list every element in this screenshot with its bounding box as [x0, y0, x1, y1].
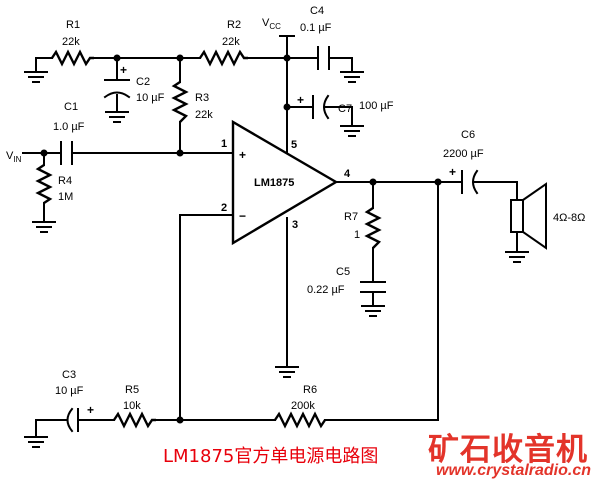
label-vcc: VCC — [262, 17, 281, 31]
capacitor-c3: + — [66, 403, 94, 433]
ground-symbol — [105, 111, 129, 123]
ground-symbol — [340, 71, 364, 83]
label-c2-value: 10 µF — [136, 92, 165, 104]
resistor-r3 — [171, 81, 189, 123]
label-r4-value: 1M — [58, 191, 73, 203]
label-inverting-input: − — [239, 209, 246, 223]
label-vin-main: V — [6, 150, 14, 162]
resistor-r1 — [51, 49, 94, 67]
label-r3-value: 22k — [195, 109, 213, 121]
capacitor-c1 — [60, 141, 77, 165]
resistor-r6 — [274, 411, 326, 429]
junction-dot — [113, 54, 121, 62]
label-r4-name: R4 — [58, 175, 72, 187]
junction-dot — [283, 54, 291, 62]
ground-symbol — [275, 366, 299, 378]
junction-dot — [283, 103, 291, 111]
capacitor-c2: + — [103, 63, 131, 99]
label-c1-value: 1.0 µF — [53, 121, 85, 133]
resistor-r4 — [35, 164, 53, 204]
ground-symbol — [505, 251, 529, 263]
label-pin3: 3 — [292, 219, 298, 231]
label-ic-name: LM1875 — [254, 177, 294, 189]
label-pin2: 2 — [221, 202, 227, 214]
label-vcc-sub: CC — [269, 22, 281, 31]
junction-dot — [176, 149, 184, 157]
label-vin-sub: IN — [13, 155, 21, 164]
ground-symbol — [24, 436, 48, 448]
svg-text:+: + — [120, 63, 127, 77]
label-c6-value: 2200 µF — [443, 148, 484, 160]
label-c7-name: C7 — [338, 103, 352, 115]
label-c2-name: C2 — [136, 76, 150, 88]
label-pin5: 5 — [291, 139, 297, 151]
capacitor-c5 — [360, 281, 386, 293]
label-c7-value: 100 µF — [359, 100, 394, 112]
wires — [22, 35, 518, 438]
ground-symbol — [340, 125, 364, 137]
ground-symbol — [24, 71, 48, 83]
svg-text:+: + — [297, 93, 304, 107]
schematic-caption: LM1875官方单电源电路图 — [163, 446, 379, 467]
svg-text:+: + — [87, 403, 94, 417]
junction-dot — [434, 178, 442, 186]
svg-text:+: + — [449, 165, 456, 179]
watermark-title: 矿石收音机 — [428, 432, 588, 468]
label-r6-value: 200k — [291, 400, 315, 412]
junction-dot — [176, 416, 184, 424]
junction-dots — [40, 54, 442, 424]
label-r5-value: 10k — [123, 400, 141, 412]
junction-dot — [369, 178, 377, 186]
resistor-r7 — [364, 207, 382, 249]
capacitor-c6: + — [449, 165, 479, 195]
label-speaker-impedance: 4Ω-8Ω — [553, 212, 585, 224]
label-r3-name: R3 — [195, 92, 209, 104]
label-noninverting-input: + — [239, 148, 246, 162]
label-r6-name: R6 — [303, 384, 317, 396]
label-r1-name: R1 — [66, 19, 80, 31]
label-c3-name: C3 — [62, 369, 76, 381]
capacitor-c4 — [317, 46, 330, 70]
label-r5-name: R5 — [125, 384, 139, 396]
label-r2-value: 22k — [222, 36, 240, 48]
lm1875-amplifier — [231, 119, 339, 246]
label-r7-name: R7 — [344, 211, 358, 223]
resistor-r2 — [199, 49, 248, 67]
label-c5-name: C5 — [336, 266, 350, 278]
label-c3-value: 10 µF — [55, 385, 84, 397]
label-r7-value: 1 — [354, 229, 360, 241]
label-c1-name: C1 — [64, 101, 78, 113]
label-r1-value: 22k — [62, 36, 80, 48]
resistor-r5 — [113, 411, 156, 429]
watermark-url: www.crystalradio.cn — [436, 462, 592, 479]
label-vin: VIN — [6, 150, 22, 164]
capacitor-c7: + — [297, 93, 330, 120]
label-c4-name: C4 — [310, 5, 324, 17]
junction-dot — [176, 54, 184, 62]
label-c4-value: 0.1 µF — [300, 22, 332, 34]
label-vcc-main: V — [262, 17, 270, 29]
label-pin4: 4 — [344, 168, 351, 180]
ground-symbol — [32, 221, 56, 233]
junction-dot — [40, 149, 48, 157]
speaker-icon — [510, 182, 547, 250]
ground-symbol — [361, 305, 385, 317]
label-pin1: 1 — [221, 138, 227, 150]
label-c6-name: C6 — [461, 129, 475, 141]
label-c5-value: 0.22 µF — [307, 284, 345, 296]
label-r2-name: R2 — [227, 19, 241, 31]
